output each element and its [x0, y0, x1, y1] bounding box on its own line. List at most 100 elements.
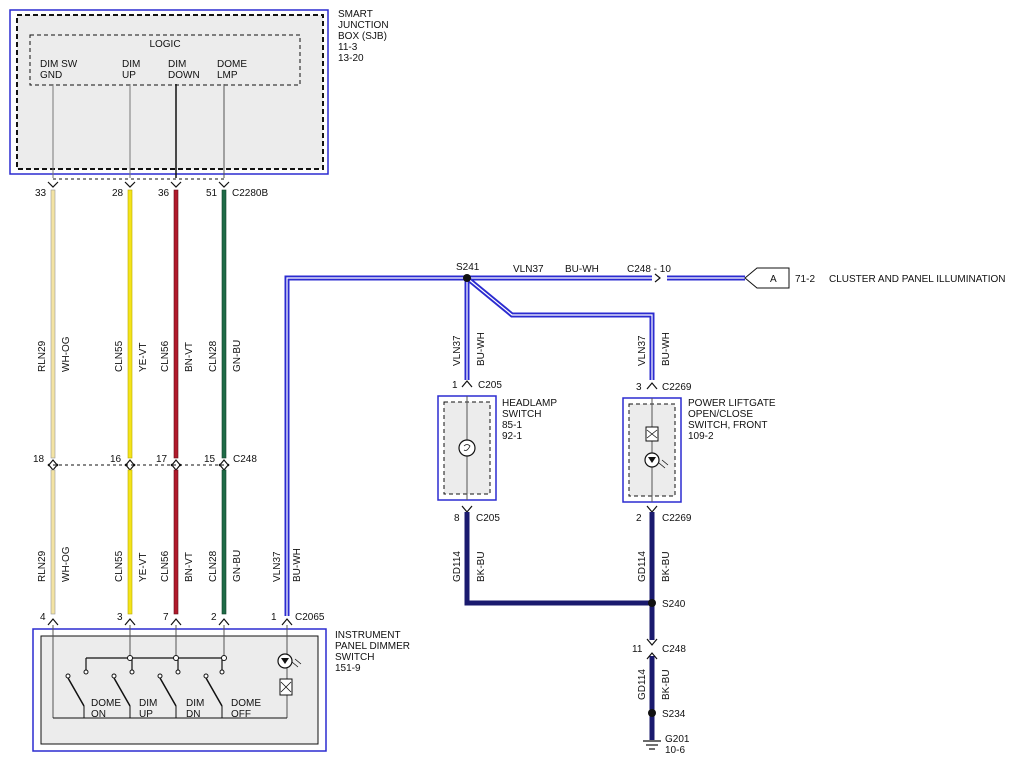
svg-text:18: 18 — [33, 454, 45, 465]
svg-text:SMART: SMART — [338, 9, 373, 20]
svg-text:13-20: 13-20 — [338, 53, 364, 64]
svg-text:WH-OG: WH-OG — [61, 336, 72, 372]
svg-text:CLN56: CLN56 — [160, 340, 171, 372]
svg-text:YE-VT: YE-VT — [138, 343, 149, 372]
ref-page: 71-2 — [795, 274, 815, 285]
dimmer-title: INSTRUMENT PANEL DIMMER SWITCH 151-9 — [335, 630, 410, 674]
svg-text:POWER LIFTGATE: POWER LIFTGATE — [688, 398, 776, 409]
svg-text:C248 - 10: C248 - 10 — [627, 264, 671, 275]
ground-icon — [643, 740, 661, 750]
ref-arrow-a: A 71-2 CLUSTER AND PANEL ILLUMINATION — [744, 267, 1006, 289]
sjb-pin-label: DIM — [122, 59, 140, 70]
svg-text:GD114: GD114 — [637, 551, 648, 582]
svg-text:YE-VT: YE-VT — [138, 553, 149, 582]
svg-text:UP: UP — [139, 709, 153, 720]
svg-text:2: 2 — [211, 612, 217, 623]
svg-text:VLN37: VLN37 — [637, 335, 648, 366]
svg-text:BU-WH: BU-WH — [292, 548, 303, 582]
dimmer-switch: 4 3 7 2 1 C2065 — [32, 612, 410, 752]
logic-label: LOGIC — [149, 39, 180, 50]
svg-text:C205: C205 — [476, 513, 500, 524]
switch-labels: DOME ON DIM UP DIM DN DOME OFF — [91, 698, 261, 720]
svg-text:GN-BU: GN-BU — [232, 340, 243, 372]
svg-text:BOX (SJB): BOX (SJB) — [338, 31, 387, 42]
svg-text:RLN29: RLN29 — [37, 550, 48, 582]
svg-text:17: 17 — [156, 454, 168, 465]
headlamp-switch: VLN37 BU-WH 1 C205 HEADLAMP SWITCH 85-1 … — [437, 332, 557, 524]
svg-text:BK-BU: BK-BU — [661, 669, 672, 700]
svg-text:1: 1 — [452, 380, 458, 391]
svg-text:3: 3 — [117, 612, 123, 623]
connector-c2280b: 33 28 36 51 C2280B — [35, 178, 268, 199]
upper-wire-labels: RLN29 WH-OG CLN55 YE-VT CLN56 BN-VT CLN2… — [37, 336, 243, 372]
sjb-pin-label: GND — [40, 70, 62, 81]
svg-text:BN-VT: BN-VT — [184, 552, 195, 582]
svg-text:OPEN/CLOSE: OPEN/CLOSE — [688, 409, 753, 420]
sjb-pin-label: UP — [122, 70, 136, 81]
svg-text:DIM: DIM — [186, 698, 204, 709]
svg-text:GD114: GD114 — [452, 551, 463, 582]
svg-text:BN-VT: BN-VT — [184, 342, 195, 372]
svg-text:ON: ON — [91, 709, 106, 720]
connector-label: C2280B — [232, 188, 268, 199]
switch-circle-icon — [458, 439, 476, 457]
svg-text:8: 8 — [454, 513, 460, 524]
svg-text:15: 15 — [204, 454, 216, 465]
svg-text:OFF: OFF — [231, 709, 251, 720]
svg-text:2: 2 — [636, 513, 642, 524]
svg-text:SWITCH, FRONT: SWITCH, FRONT — [688, 420, 767, 431]
lower-wire-labels: RLN29 WH-OG CLN55 YE-VT CLN56 BN-VT CLN2… — [37, 546, 303, 582]
svg-text:VLN37: VLN37 — [513, 264, 544, 275]
svg-text:DIM: DIM — [139, 698, 157, 709]
svg-text:CLN28: CLN28 — [208, 340, 219, 372]
svg-text:85-1: 85-1 — [502, 420, 522, 431]
sjb-pin-label: DOWN — [168, 70, 200, 81]
svg-text:GN-BU: GN-BU — [232, 550, 243, 582]
svg-text:VLN37: VLN37 — [272, 551, 283, 582]
lower-wires — [50, 469, 227, 615]
connector-c2065: 4 3 7 2 1 C2065 — [40, 612, 325, 626]
svg-text:16: 16 — [110, 454, 122, 465]
svg-text:151-9: 151-9 — [335, 663, 361, 674]
svg-text:BU-WH: BU-WH — [661, 332, 672, 366]
ref-destination: CLUSTER AND PANEL ILLUMINATION — [829, 274, 1006, 285]
svg-text:RLN29: RLN29 — [37, 340, 48, 372]
ref-letter: A — [770, 274, 777, 285]
svg-text:BK-BU: BK-BU — [661, 551, 672, 582]
sjb-pin-label: LMP — [217, 70, 238, 81]
svg-text:GD114: GD114 — [637, 669, 648, 700]
pin-number: 33 — [35, 188, 47, 199]
svg-text:BU-WH: BU-WH — [565, 264, 599, 275]
svg-text:BU-WH: BU-WH — [476, 332, 487, 366]
svg-text:1: 1 — [271, 612, 277, 623]
smart-junction-box: LOGIC DIM SW GND DIM UP DIM DOWN DOME LM… — [9, 9, 389, 178]
pin-number: 51 — [206, 188, 218, 199]
svg-text:WH-OG: WH-OG — [61, 546, 72, 582]
svg-text:C248: C248 — [233, 454, 257, 465]
svg-text:PANEL DIMMER: PANEL DIMMER — [335, 641, 410, 652]
svg-text:C205: C205 — [478, 380, 502, 391]
splice-s241: S241 VLN37 BU-WH C248 - 10 — [456, 262, 671, 283]
svg-text:7: 7 — [163, 612, 169, 623]
svg-text:11: 11 — [632, 644, 643, 655]
liftgate-switch: VLN37 BU-WH 3 C2269 POWER LIFTGATE OPEN/… — [622, 332, 776, 524]
svg-text:4: 4 — [40, 612, 46, 623]
pin-number: 28 — [112, 188, 124, 199]
sjb-title: SMART JUNCTION BOX (SJB) 11-3 13-20 — [338, 9, 389, 64]
pin-number: 36 — [158, 188, 170, 199]
splice-label: S234 — [662, 709, 686, 720]
resistor-icon — [279, 678, 293, 696]
switch-contacts-icon — [65, 669, 225, 718]
svg-text:109-2: 109-2 — [688, 431, 714, 442]
svg-text:C248: C248 — [662, 644, 686, 655]
svg-text:DOME: DOME — [91, 698, 121, 709]
splice-label: S240 — [662, 599, 686, 610]
svg-text:CLN56: CLN56 — [160, 550, 171, 582]
svg-text:SWITCH: SWITCH — [502, 409, 541, 420]
svg-text:C2269: C2269 — [662, 382, 692, 393]
sjb-pin-label: DIM SW — [40, 59, 78, 70]
svg-text:DN: DN — [186, 709, 200, 720]
svg-text:10-6: 10-6 — [665, 745, 685, 756]
